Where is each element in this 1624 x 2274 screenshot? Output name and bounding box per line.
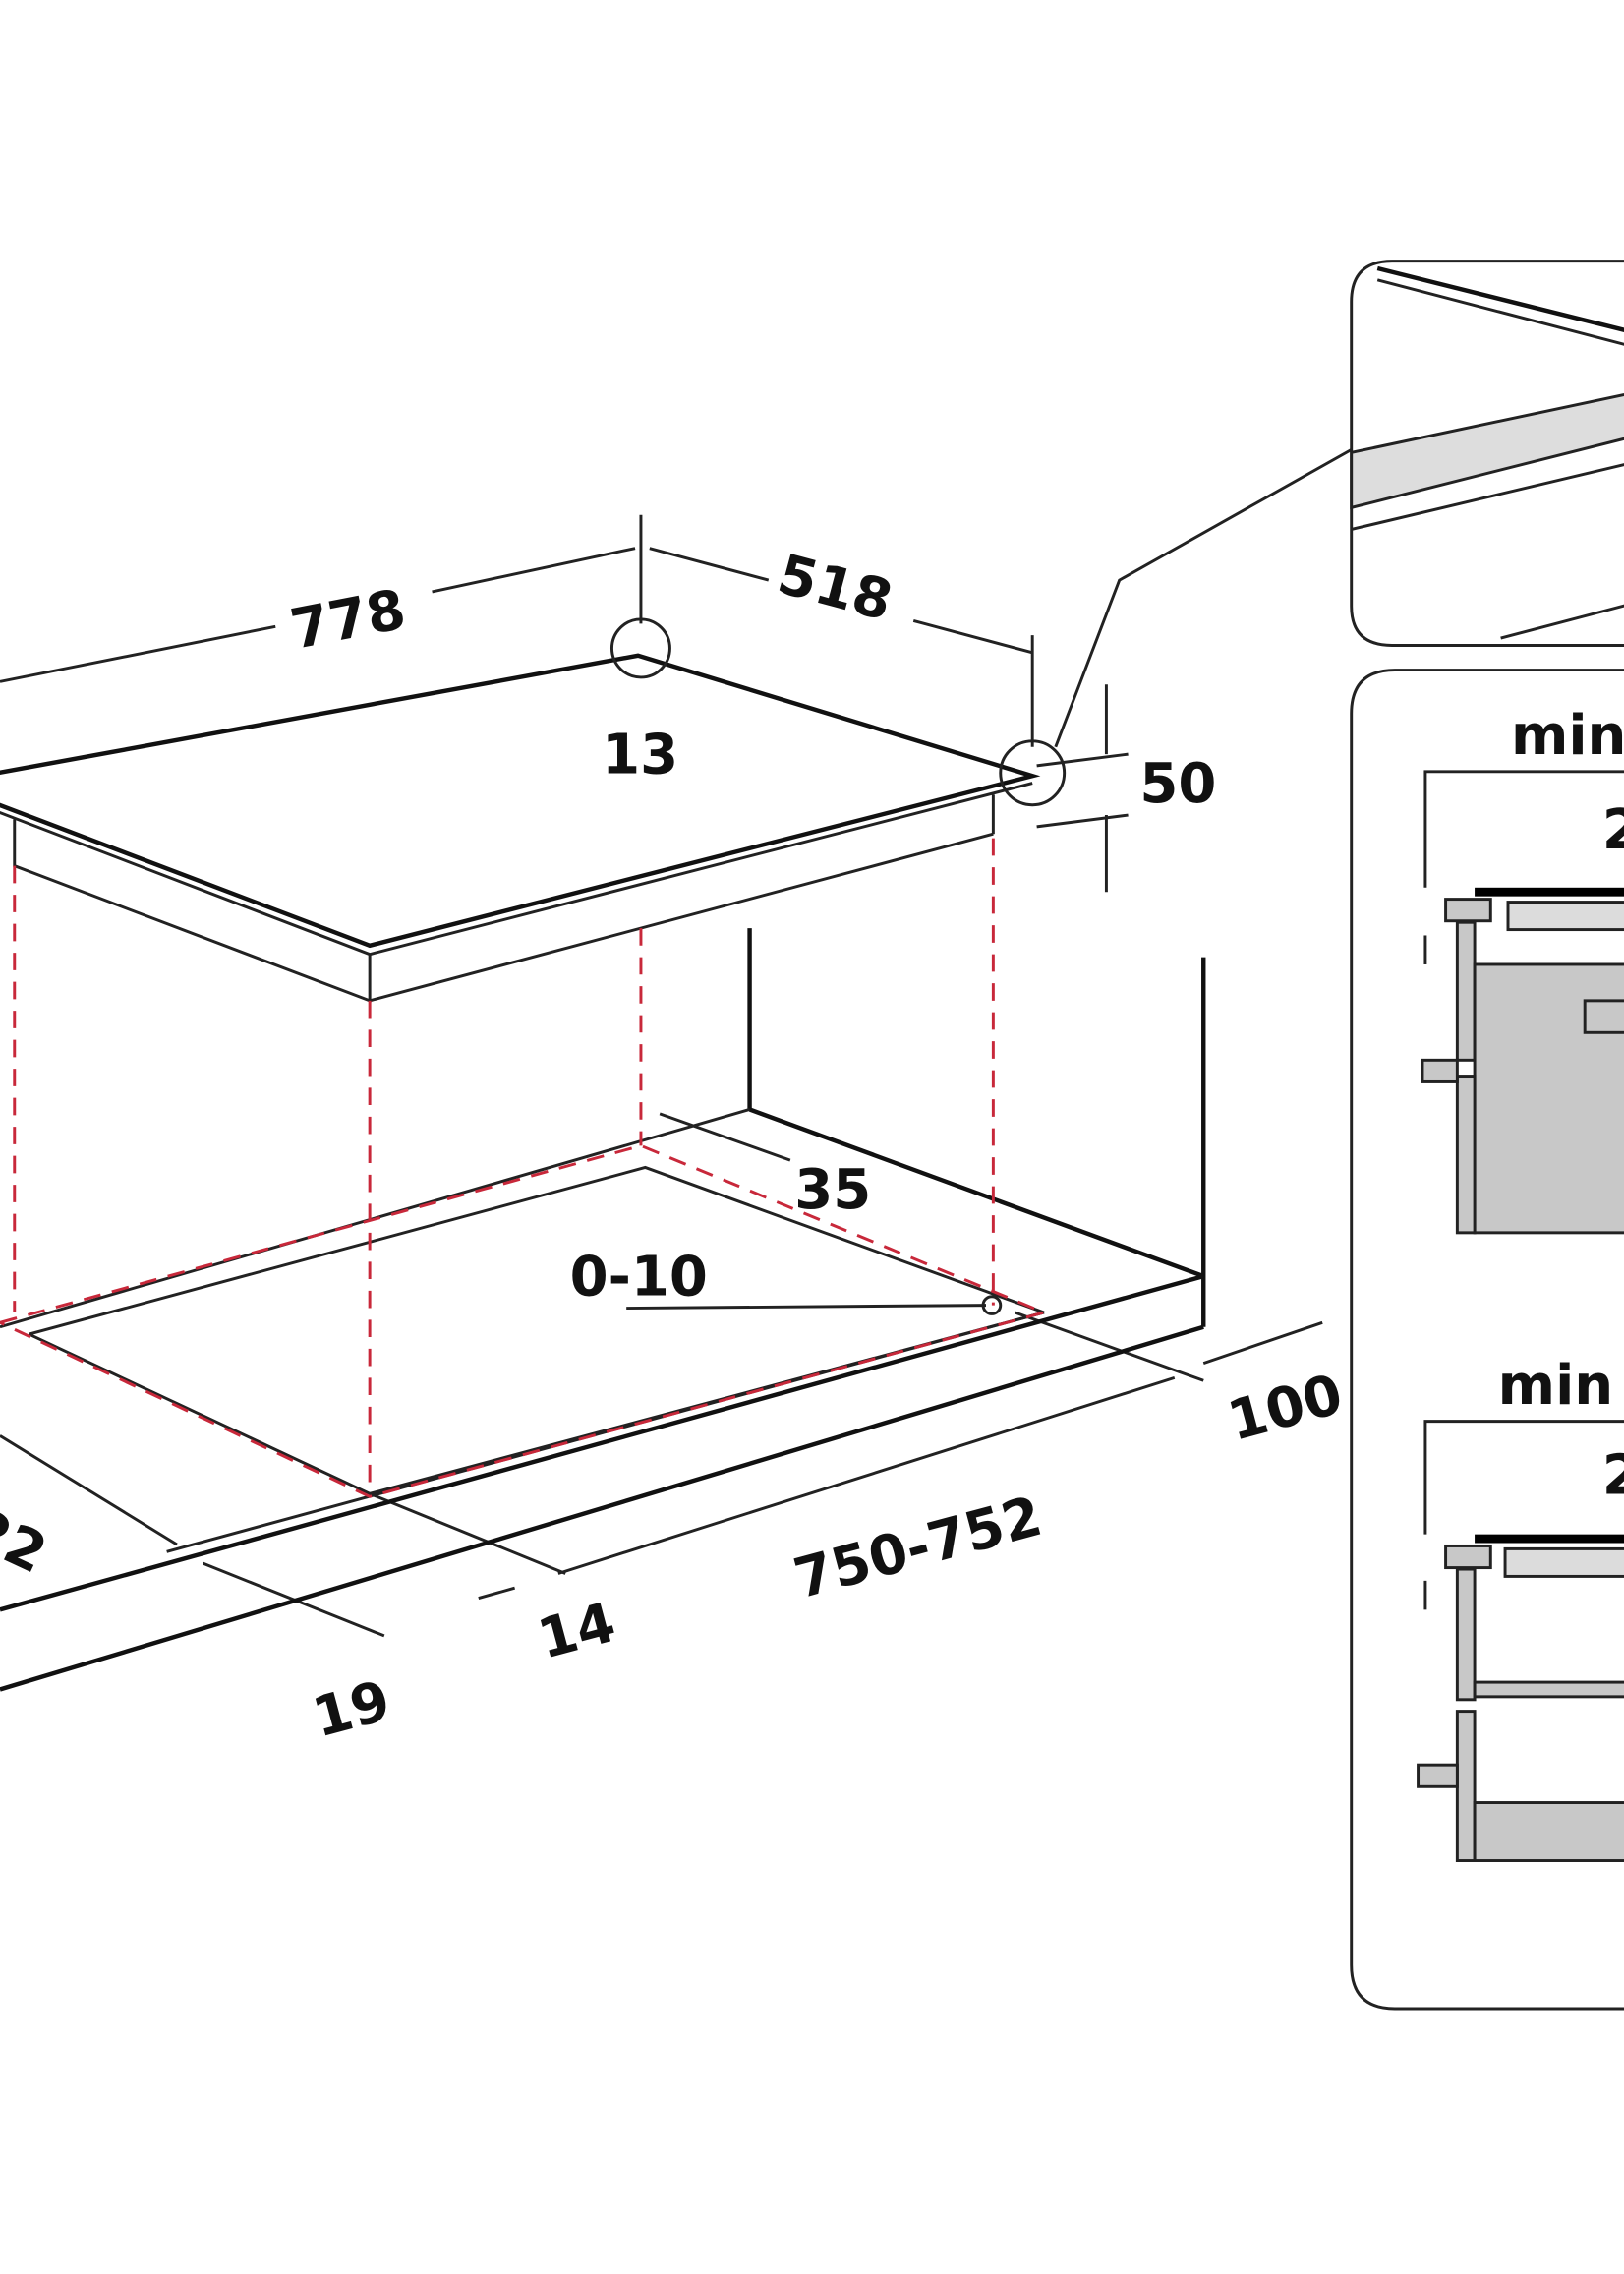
dimension-lines bbox=[0, 514, 1323, 1638]
min-label-bottom: min bbox=[1498, 1354, 1614, 1418]
dim-750-752: 750-752 bbox=[787, 1485, 1048, 1611]
hob bbox=[0, 448, 1353, 1003]
min-value-top: 2 bbox=[1602, 798, 1624, 862]
dim-19: 19 bbox=[307, 1669, 397, 1751]
dim-13: 13 bbox=[602, 723, 678, 787]
dim-518: 518 bbox=[771, 543, 899, 634]
cutout-edge bbox=[29, 1165, 1045, 1336]
hob-top-surface bbox=[0, 653, 1041, 949]
projection-guides bbox=[0, 838, 1049, 1498]
dim-35: 35 bbox=[794, 1158, 871, 1222]
dim-100: 100 bbox=[1222, 1363, 1350, 1454]
dim-50: 50 bbox=[1139, 752, 1216, 816]
dim-0-10: 0-10 bbox=[570, 1245, 708, 1309]
edge-detail-circle bbox=[999, 739, 1067, 807]
dimension-labels: 778 518 13 50 35 0-10 100 750-752 14 19 … bbox=[0, 543, 1349, 1751]
min-label-top: min bbox=[1511, 704, 1624, 768]
hob-body bbox=[13, 819, 372, 1003]
detail-leader-line bbox=[1054, 448, 1353, 748]
corner-detail-circle bbox=[609, 617, 671, 679]
dim-778: 778 bbox=[286, 578, 411, 663]
tolerance-point bbox=[981, 1295, 1003, 1315]
dim-22-partial: 22 bbox=[0, 1496, 56, 1587]
dim-14: 14 bbox=[532, 1591, 622, 1672]
min-value-bottom: 2 bbox=[1602, 1443, 1624, 1507]
clearance-detail-panel: min 2 min 2 bbox=[1350, 669, 1624, 2011]
edge-detail-panel bbox=[1350, 260, 1624, 647]
